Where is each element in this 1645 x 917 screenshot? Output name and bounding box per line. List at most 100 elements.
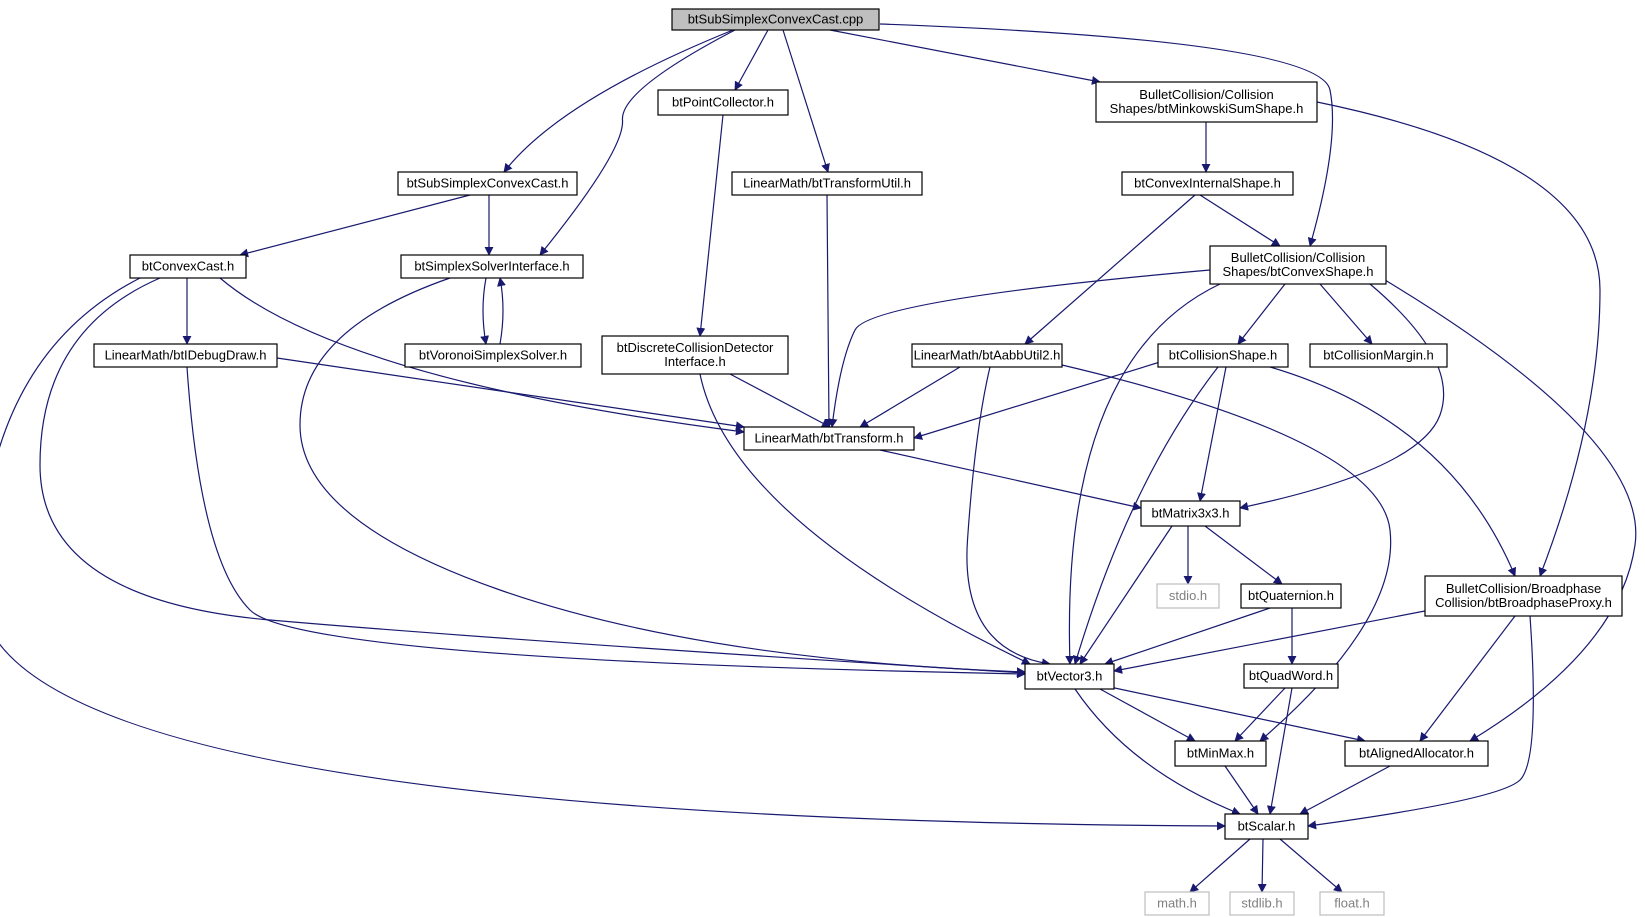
- node-label: btQuaternion.h: [1248, 588, 1334, 603]
- edge-quaternion-to-vector3: [1104, 607, 1271, 666]
- node-label: btMatrix3x3.h: [1151, 506, 1229, 521]
- edge-convexcast-to-vector3: [39, 277, 1026, 677]
- edge-line: [1104, 607, 1271, 666]
- node-box: [1157, 343, 1289, 368]
- nodes-layer: btSubSimplexConvexCast.cpp btPointCollect…: [93, 8, 1623, 916]
- edge-line: [1061, 364, 1392, 742]
- edge-line: [913, 361, 1161, 440]
- node-stdlib: stdlib.h: [1229, 891, 1295, 916]
- node-label: btScalar.h: [1238, 819, 1296, 834]
- node-transformutil[interactable]: LinearMath/btTransformUtil.h: [731, 171, 923, 196]
- edge-line: [1189, 838, 1251, 893]
- node-quaternion[interactable]: btQuaternion.h: [1240, 583, 1342, 609]
- node-aabbutil[interactable]: LinearMath/btAabbUtil2.h: [911, 343, 1063, 368]
- edge-voronoi-to-simplexsolver: [497, 277, 506, 345]
- node-convexinternal[interactable]: btConvexInternalShape.h: [1121, 171, 1294, 196]
- edge-line: [879, 449, 1142, 511]
- node-box: [1344, 740, 1489, 767]
- edge-convexinternal-to-aabbutil: [1024, 194, 1196, 345]
- edge-line: [1024, 194, 1196, 345]
- node-label: btVoronoiSimplexSolver.h: [419, 348, 567, 363]
- node-collisionshape[interactable]: btCollisionShape.h: [1157, 343, 1289, 368]
- edge-subsimplex_h-to-convexcast: [239, 194, 471, 258]
- edge-matrix3x3-to-vector3: [1079, 525, 1173, 665]
- node-box: [1095, 81, 1318, 123]
- edge-line: [0, 277, 1226, 831]
- node-convexcast[interactable]: btConvexCast.h: [129, 254, 247, 279]
- node-box: [731, 171, 923, 196]
- edge-collisionshape-to-matrix3x3: [1197, 366, 1227, 502]
- edge-collisionshape-to-broadphaseproxy: [1269, 366, 1517, 577]
- edge-line: [1269, 366, 1517, 577]
- node-label: btSubSimplexConvexCast.cpp: [688, 12, 864, 27]
- edge-vector3-to-alignedalloc: [1109, 686, 1366, 744]
- node-vector3[interactable]: btVector3.h: [1024, 663, 1115, 690]
- edge-line: [696, 114, 724, 337]
- edge-vector3-to-minmax: [1099, 688, 1196, 742]
- node-voronoi[interactable]: btVoronoiSimplexSolver.h: [404, 343, 582, 368]
- edge-aabbutil-to-minmax: [1061, 364, 1392, 742]
- node-box: [1209, 245, 1387, 285]
- edge-convexshape-to-matrix3x3: [1239, 283, 1445, 511]
- node-minkowski[interactable]: BulletCollision/CollisionShapes/btMinkow…: [1095, 81, 1318, 123]
- edge-convexshape-to-transform: [828, 269, 1211, 428]
- edge-line: [1307, 615, 1534, 830]
- edge-pointcollector-to-discrete: [696, 114, 724, 337]
- node-collisionmargin[interactable]: btCollisionMargin.h: [1309, 343, 1448, 368]
- edge-root-to-pointcollector: [734, 29, 769, 91]
- edge-root-to-minkowski: [829, 29, 1101, 85]
- node-matrix3x3[interactable]: btMatrix3x3.h: [1140, 500, 1241, 527]
- node-broadphaseproxy[interactable]: BulletCollision/BroadphaseCollision/btBr…: [1424, 575, 1623, 617]
- node-label: btSimplexSolverInterface.h: [414, 259, 569, 274]
- node-box: [601, 335, 789, 375]
- edge-line: [1234, 687, 1286, 742]
- edge-convexshape-to-vector3: [1065, 283, 1221, 665]
- node-label: btCollisionShape.h: [1169, 348, 1277, 363]
- node-simplexsolver[interactable]: btSimplexSolverInterface.h: [400, 254, 584, 279]
- node-idebugdraw[interactable]: LinearMath/btIDebugDraw.h: [93, 343, 278, 368]
- node-box: [1144, 891, 1210, 916]
- edge-line: [480, 277, 490, 345]
- edge-line: [1419, 615, 1516, 742]
- edge-broadphaseproxy-to-vector3: [1113, 609, 1431, 674]
- edge-line: [1065, 283, 1221, 665]
- edge-line: [1199, 194, 1281, 247]
- node-quadword[interactable]: btQuadWord.h: [1243, 663, 1339, 689]
- node-subsimplex_h[interactable]: btSubSimplexConvexCast.h: [397, 171, 578, 196]
- edge-line: [1384, 279, 1637, 742]
- edge-line: [539, 29, 736, 256]
- edge-vector3-to-scalar: [1074, 688, 1241, 816]
- edge-scalar-to-stdlib: [1257, 838, 1267, 893]
- edge-discrete-to-transform: [729, 373, 831, 428]
- node-label: BulletCollision/Collision: [1231, 250, 1365, 265]
- node-box: [1240, 583, 1342, 609]
- node-box: [404, 343, 582, 368]
- node-box: [743, 426, 915, 451]
- node-alignedalloc[interactable]: btAlignedAllocator.h: [1344, 740, 1489, 767]
- edge-simplexsolver-to-voronoi: [480, 277, 490, 345]
- edge-root-to-simplexsolver: [539, 29, 736, 256]
- node-box: [1309, 343, 1448, 368]
- edge-line: [1316, 101, 1601, 577]
- node-float: float.h: [1319, 891, 1385, 916]
- node-root[interactable]: btSubSimplexConvexCast.cpp: [671, 8, 880, 31]
- node-scalar[interactable]: btScalar.h: [1224, 813, 1309, 840]
- node-label: btVector3.h: [1037, 669, 1103, 684]
- node-convexshape[interactable]: BulletCollision/CollisionShapes/btConvex…: [1209, 245, 1387, 285]
- edge-line: [1113, 609, 1431, 674]
- edge-line: [186, 366, 1026, 679]
- node-box: [400, 254, 584, 279]
- edge-scalar-to-math: [1189, 838, 1251, 893]
- node-transform[interactable]: LinearMath/btTransform.h: [743, 426, 915, 451]
- edge-line: [729, 373, 831, 428]
- edge-idebugdraw-to-vector3: [186, 366, 1026, 679]
- node-box: [1024, 663, 1115, 690]
- node-minmax[interactable]: btMinMax.h: [1174, 740, 1267, 767]
- node-pointcollector[interactable]: btPointCollector.h: [657, 89, 789, 116]
- node-label: float.h: [1334, 896, 1369, 911]
- node-label: BulletCollision/Broadphase: [1446, 581, 1601, 596]
- edge-convexshape-to-alignedalloc: [1384, 279, 1637, 742]
- node-stdio: stdio.h: [1156, 583, 1220, 609]
- edge-idebugdraw-to-transform: [276, 357, 745, 431]
